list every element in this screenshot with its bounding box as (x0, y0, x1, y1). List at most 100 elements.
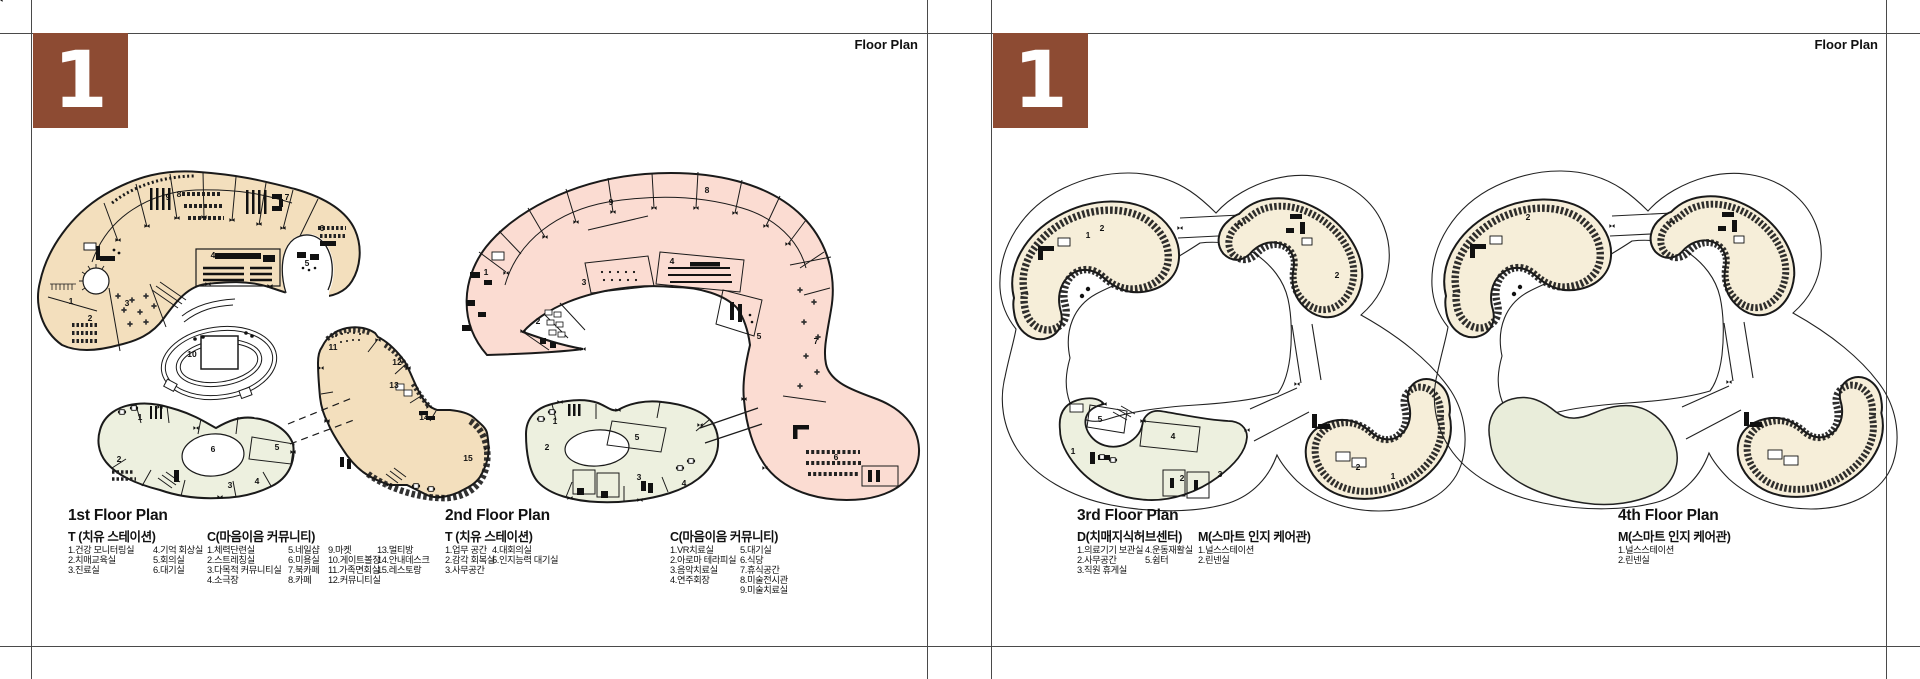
second-floor-plan-drawing (462, 171, 921, 504)
legend-item: 1.널스스테이션 (1198, 545, 1254, 555)
legend-item: 1.VR치료실 (670, 545, 714, 555)
plan2-section-c: C(마음이음 커뮤니티) (670, 530, 779, 544)
legend-item: 6.대기실 (153, 565, 185, 575)
plan3-section-d: D(치매지식허브센터) (1077, 530, 1182, 544)
room-number: 7 (284, 192, 290, 202)
legend-item: 12.커뮤니티실 (328, 575, 381, 585)
legend-item: 13.멀티방 (377, 545, 414, 555)
room-number: 2 (1334, 270, 1340, 280)
legend-item: 9.미술치료실 (740, 585, 788, 595)
legend-item: 3.진료실 (68, 565, 100, 575)
room-number: 1 (1070, 446, 1076, 456)
room-number: 14 (419, 412, 429, 422)
building-t-center (316, 326, 490, 499)
legend-item: 6.식당 (740, 555, 764, 565)
legend-item: 9.마켓 (328, 545, 352, 555)
legend-item: 1.의료기기 보관실 (1077, 545, 1144, 555)
legend-item: 2.치매교육실 (68, 555, 116, 565)
room-number: 4 (254, 476, 260, 486)
legend-item: 15.레스토랑 (377, 565, 422, 575)
legend-item: 8.미술전시관 (740, 575, 788, 585)
room-number: 1 (1085, 230, 1091, 240)
legend-item: 2.린넨실 (1198, 555, 1230, 565)
room-number: 9 (165, 192, 171, 202)
room-number: 3 (227, 480, 233, 490)
legend-item: 1.체력단련실 (207, 545, 255, 555)
legend-item: 8.카페 (288, 575, 312, 585)
room-number: 1 (552, 416, 558, 426)
legend-item: 5.대기실 (740, 545, 772, 555)
room-number: 8 (176, 189, 182, 199)
legend-item: 3.사무공간 (445, 565, 485, 575)
legend-item: 2.린넨실 (1618, 555, 1650, 565)
room-number: 2 (1099, 223, 1105, 233)
room-number: 2 (87, 313, 93, 323)
legend-item: 2.감각 회복실 (445, 555, 495, 565)
room-number: 4 (681, 478, 687, 488)
room-number: 3 (581, 277, 587, 287)
legend-item: 4.운동재활실 (1145, 545, 1193, 555)
legend-item: 2.스트레칭실 (207, 555, 255, 565)
legend-item: 5.네일샵 (288, 545, 320, 555)
room-number: 10 (187, 349, 197, 359)
legend-item: 6.미용실 (288, 555, 320, 565)
legend-item: 5.쉼터 (1145, 555, 1169, 565)
building-c-kidney (37, 170, 361, 351)
third-floor-plan-drawing (0, 0, 1465, 511)
corner-label-right: Floor Plan (1814, 37, 1878, 52)
legend-item: 1.업무 공간 (445, 545, 487, 555)
corner-label-left: Floor Plan (854, 37, 918, 52)
legend-item: 11.가족면회실 (328, 565, 380, 575)
room-number: 3 (1217, 469, 1223, 479)
room-number: 11 (328, 342, 338, 352)
room-number: 8 (704, 185, 710, 195)
corridor-2f (699, 407, 763, 444)
room-number: 6 (210, 444, 216, 454)
room-number: 5 (304, 258, 310, 268)
room-number: 7 (813, 336, 819, 346)
legend-item: 3.음악치료실 (670, 565, 718, 575)
room-number: 4 (1170, 431, 1176, 441)
room-number: 12 (392, 357, 402, 367)
plan1-section-t: T (치유 스테이션) (68, 530, 156, 544)
room-number: 15 (463, 453, 473, 463)
plan4-title: 4th Floor Plan (1618, 507, 1719, 524)
room-number: 3 (636, 472, 642, 482)
room-number: 13 (389, 380, 399, 390)
legend-item: 3.다목적 커뮤니티실 (207, 565, 282, 575)
plan1-title: 1st Floor Plan (68, 507, 168, 524)
legend-item: 5.인지능력 대기실 (492, 555, 559, 565)
room-number: 1 (483, 267, 489, 277)
room-number: 1 (68, 296, 74, 306)
room-number: 9 (608, 197, 614, 207)
room-number: 6 (319, 223, 325, 233)
room-number: 2 (1179, 473, 1185, 483)
room-number: 3 (124, 298, 130, 308)
legend-item: 3.직원 휴게실 (1077, 565, 1127, 575)
plan3-title: 3rd Floor Plan (1077, 507, 1179, 524)
page-number-badge-right: 1 (993, 33, 1088, 128)
legend-item: 5.회의실 (153, 555, 185, 565)
room-number: 6 (833, 452, 839, 462)
room-number: 2 (1525, 212, 1531, 222)
legend-item: 10.게이트볼장 (328, 555, 381, 565)
legend-item: 4.연주회장 (670, 575, 710, 585)
plan2-title: 2nd Floor Plan (445, 507, 550, 524)
legend-item: 7.휴식공간 (740, 565, 780, 575)
room-number: 5 (634, 432, 640, 442)
legend-item: 4.기억 회상실 (153, 545, 203, 555)
room-number: 5 (274, 442, 280, 452)
legend-item: 1.널스스테이션 (1618, 545, 1674, 555)
first-floor-plan-drawing (37, 170, 491, 502)
